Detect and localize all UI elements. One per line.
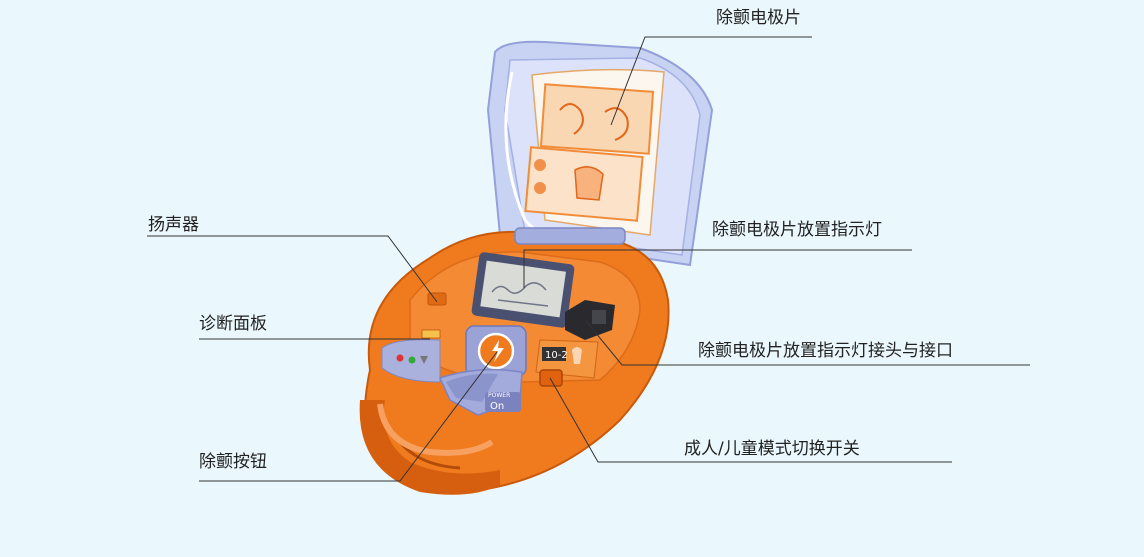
leader-mode-switch [549, 377, 952, 463]
status-led-red [396, 354, 404, 362]
speaker-grille [427, 292, 447, 306]
label-speaker: 扬声器 [148, 215, 199, 235]
label-diagnostic-panel: 诊断面板 [199, 314, 267, 334]
mode-label: 10-2 [545, 350, 568, 361]
leader-shock-button [199, 351, 498, 482]
power-button[interactable]: POWER On [438, 368, 523, 416]
pad-illustration-top [539, 83, 655, 155]
on-label: On [490, 401, 504, 412]
leader-lines [147, 36, 1030, 482]
power-label: POWER [488, 392, 510, 399]
lid-hinge [514, 227, 626, 245]
mode-panel: 10-2 [535, 339, 599, 379]
label-pad-indicator: 除颤电极片放置指示灯 [712, 220, 882, 240]
lcd-screen [471, 252, 575, 328]
label-electrode-pads: 除颤电极片 [716, 8, 801, 28]
label-pad-connector: 除颤电极片放置指示灯接头与接口 [698, 341, 953, 361]
leader-pad-connector [585, 320, 1030, 366]
leader-speaker [147, 235, 438, 303]
arrow-icon [420, 356, 428, 364]
leader-pad-indicator [523, 249, 912, 288]
label-shock-button: 除颤按钮 [199, 452, 267, 472]
leader-electrode-pads [610, 36, 812, 126]
carry-handle [377, 403, 494, 456]
mode-switch[interactable] [539, 369, 563, 387]
lightning-icon [492, 340, 504, 362]
shock-button[interactable] [465, 325, 527, 377]
electrode-pad-sheet [524, 68, 665, 236]
pad-connector-port [565, 300, 615, 340]
status-led-green [408, 356, 416, 364]
diagnostic-panel [381, 329, 441, 383]
label-mode-switch: 成人/儿童模式切换开关 [684, 439, 860, 459]
